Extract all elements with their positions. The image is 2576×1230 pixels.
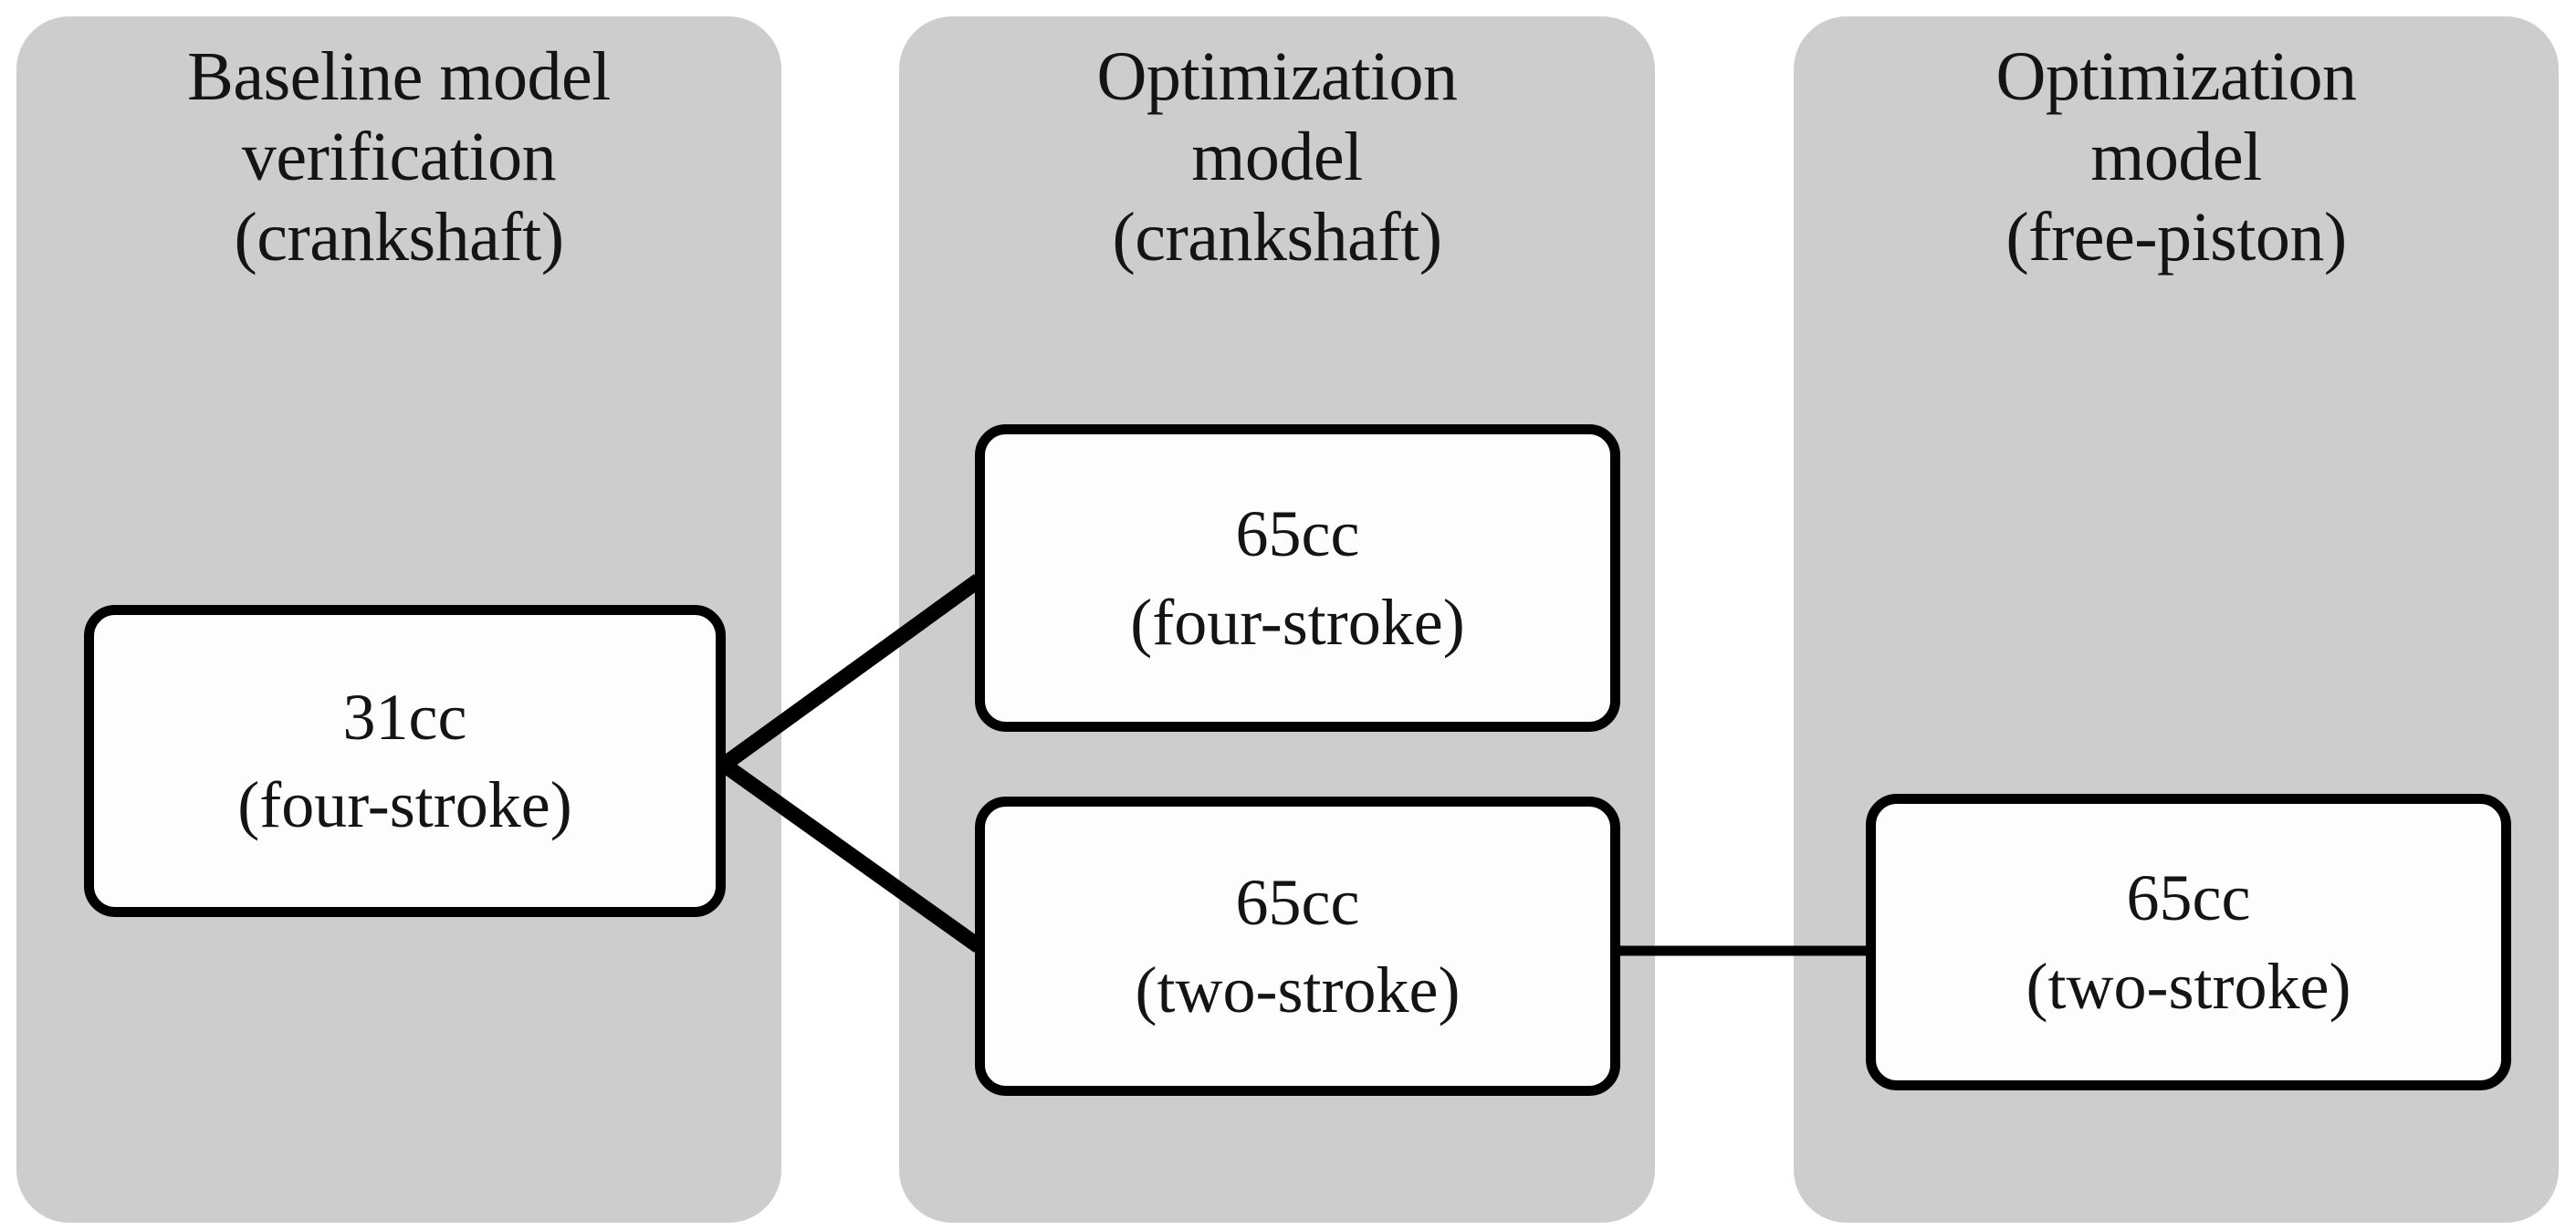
node-31cc-cycle: (four-stroke): [237, 768, 572, 841]
panel-title-optimization-free-piston: Optimization model (free-piston): [1995, 38, 2357, 276]
node-31cc-displacement: 31cc: [342, 680, 467, 754]
node-65cc-four-stroke-displacement: 65cc: [1235, 497, 1360, 571]
node-65cc-two-stroke-crankshaft[interactable]: 65cc (two-stroke): [975, 797, 1620, 1096]
node-65cc-four-stroke-cycle: (four-stroke): [1130, 585, 1465, 659]
node-65cc-four-stroke[interactable]: 65cc (four-stroke): [975, 424, 1620, 732]
node-65cc-two-stroke-free-piston-displacement: 65cc: [2126, 861, 2251, 935]
panel-title-optimization-crankshaft: Optimization model (crankshaft): [1096, 38, 1458, 276]
node-31cc-four-stroke[interactable]: 31cc (four-stroke): [84, 605, 726, 917]
node-65cc-two-stroke-crankshaft-displacement: 65cc: [1235, 865, 1360, 939]
node-65cc-two-stroke-free-piston-cycle: (two-stroke): [2026, 949, 2351, 1023]
node-65cc-two-stroke-free-piston[interactable]: 65cc (two-stroke): [1866, 794, 2511, 1090]
node-65cc-two-stroke-crankshaft-cycle: (two-stroke): [1135, 954, 1461, 1027]
panel-title-baseline: Baseline model verification (crankshaft): [187, 38, 611, 276]
